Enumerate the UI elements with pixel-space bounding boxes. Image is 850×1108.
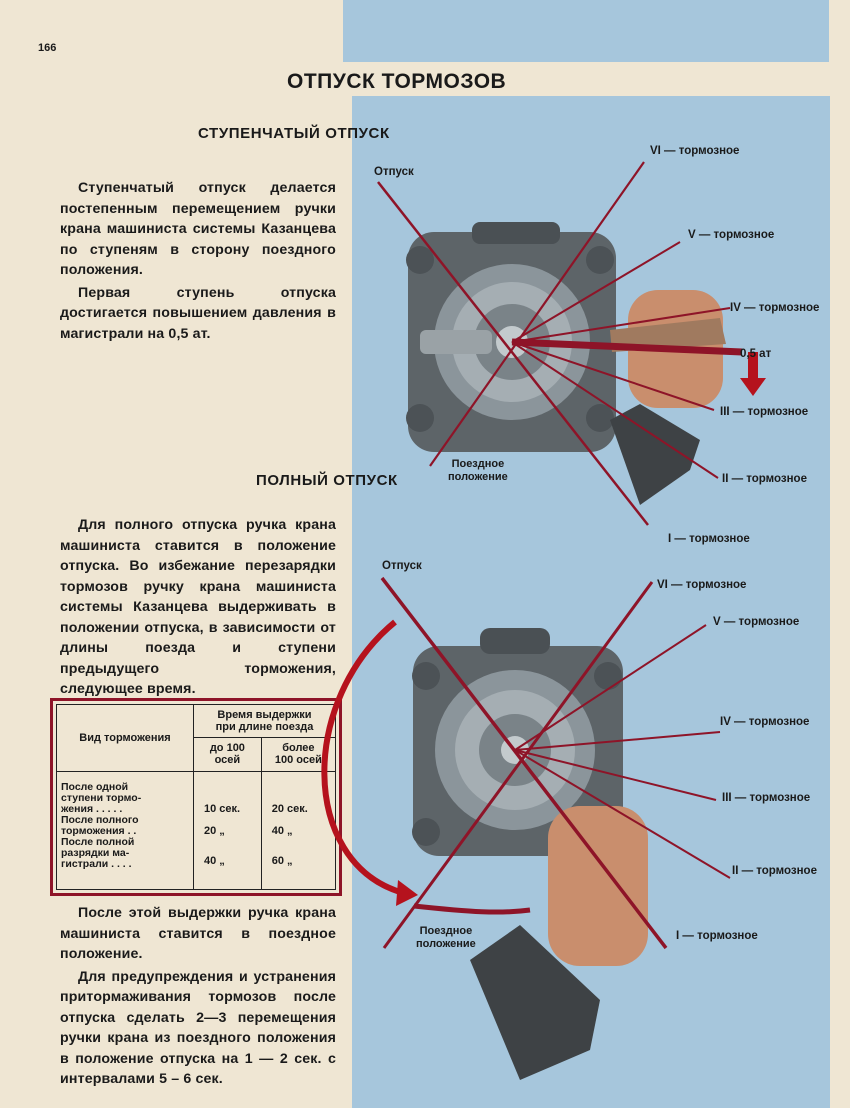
label-position-ii: II — тормозное xyxy=(732,865,817,877)
label-train-position: Поездное положение xyxy=(416,925,476,950)
table-header-holding-time: Время выдержки при длине поезда xyxy=(193,703,336,739)
label-train-position: Поездное положение xyxy=(448,458,508,483)
label-pressure: 0,5 ат xyxy=(740,348,772,360)
label-position-vi: VI — тормозное xyxy=(657,579,747,591)
paragraph: После этой выдержки ручка крана машинист… xyxy=(60,905,336,962)
label-position-ii: II — тормозное xyxy=(722,473,807,485)
paragraph: Первая ступень отпуска достигается повыш… xyxy=(60,284,336,342)
section2-text-after: После этой выдержки ручка крана машинист… xyxy=(60,903,336,1090)
section2-text-before: Для полного отпуска ручка крана машинист… xyxy=(60,515,336,700)
section1-text: Ступенчатый отпуск делается постепенным … xyxy=(60,178,336,344)
section-title-full: ПОЛНЫЙ ОТПУСК xyxy=(256,472,398,489)
label-position-iv: IV — тормозное xyxy=(720,716,810,728)
table-col-over-100: 20 сек. 40 „ 60 „ xyxy=(260,770,337,891)
page-title: ОТПУСК ТОРМОЗОВ xyxy=(287,70,507,93)
label-position-i: I — тормозное xyxy=(676,930,758,942)
holding-time-table: Вид торможения Время выдержки при длине … xyxy=(56,703,337,891)
label-position-i: I — тормозное xyxy=(668,533,750,545)
label-position-iii: III — тормозное xyxy=(720,406,809,418)
label-position-iii: III — тормозное xyxy=(722,792,811,804)
section-title-stepwise: СТУПЕНЧАТЫЙ ОТПУСК xyxy=(198,125,390,142)
page-number: 166 xyxy=(38,42,57,54)
label-release: Отпуск xyxy=(382,560,422,572)
label-position-iv: IV — тормозное xyxy=(730,302,820,314)
diagram-blue-panel xyxy=(352,96,830,1108)
table-header-over-100: более 100 осей xyxy=(260,737,337,772)
table-row-labels: После одной ступени тормо- жения . . . .… xyxy=(56,770,194,891)
paragraph: Для предупреждения и устранения приторма… xyxy=(60,968,336,1088)
table-header-up-to-100: до 100 осей xyxy=(193,737,262,772)
label-release: Отпуск xyxy=(374,166,414,178)
paragraph: Ступенчатый отпуск делается постепенным … xyxy=(60,180,336,278)
label-position-v: V — тормозное xyxy=(713,616,800,628)
paragraph: Для полного отпуска ручка крана машинист… xyxy=(60,517,336,697)
table-header-brake-type: Вид торможения xyxy=(56,704,194,772)
holding-time-table-frame: Вид торможения Время выдержки при длине … xyxy=(50,698,342,896)
top-blue-panel xyxy=(343,0,829,62)
label-position-v: V — тормозное xyxy=(688,229,775,241)
table-col-up-to-100: 10 сек. 20 „ 40 „ xyxy=(193,770,262,891)
label-position-vi: VI — тормозное xyxy=(650,145,740,157)
